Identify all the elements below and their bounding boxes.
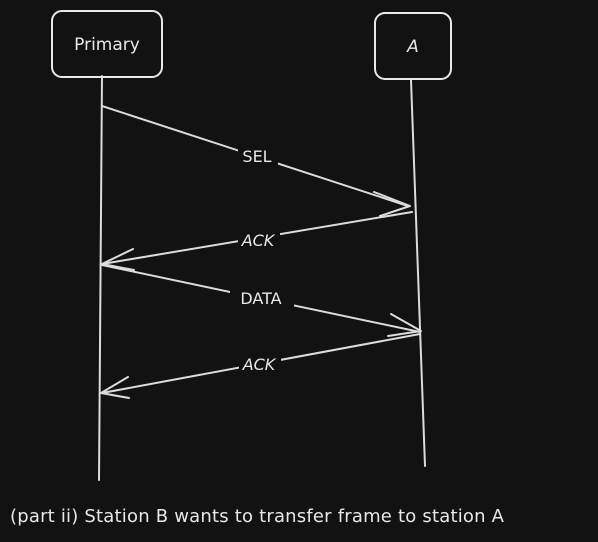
arrowhead-ack-2 [100, 376, 130, 399]
participant-primary[interactable]: Primary [51, 10, 163, 78]
arrowhead-sel [373, 191, 411, 217]
lifeline-a [410, 79, 426, 467]
message-sel: SEL [101, 105, 411, 217]
message-ack-1: ACK [101, 211, 413, 271]
participant-primary-label: Primary [74, 35, 140, 55]
message-ack-1-label: ACK [241, 231, 276, 250]
arrowhead-data [387, 313, 422, 337]
message-ack-2-label: ACK [242, 355, 277, 374]
participant-a-label: A [406, 37, 419, 57]
participant-a[interactable]: A [374, 12, 452, 80]
lifeline-primary [98, 75, 103, 481]
diagram-caption: (part ii) Station B wants to transfer fr… [10, 506, 505, 527]
message-data-label: DATA [240, 289, 281, 308]
message-sel-label: SEL [242, 147, 271, 166]
message-ack-2: ACK [100, 333, 421, 399]
message-data: DATA [101, 264, 422, 337]
